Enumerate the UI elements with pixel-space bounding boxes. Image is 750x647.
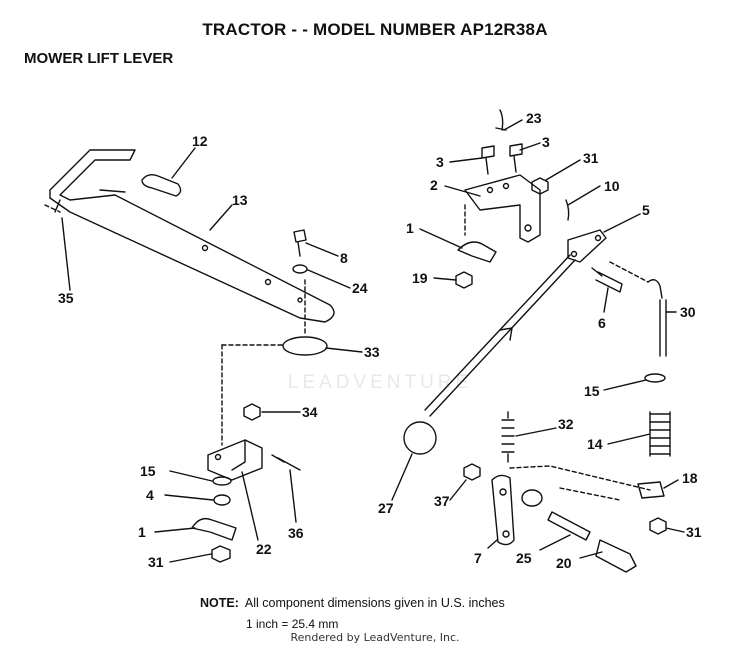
- part-23-cotter-pin: [495, 109, 507, 131]
- part-35-reference-line: [44, 204, 61, 213]
- callout-27: 27: [378, 500, 394, 516]
- callout-2: 2: [430, 177, 438, 193]
- callout-31-right: 31: [686, 524, 702, 540]
- part-4-nut: [213, 494, 231, 506]
- part-20-bolt: [595, 539, 637, 573]
- callout-18: 18: [682, 470, 698, 486]
- callout-25: 25: [516, 550, 532, 566]
- callout-5: 5: [642, 202, 650, 218]
- part-3-bolt-b: [509, 143, 523, 173]
- part-14-spring: [649, 411, 671, 457]
- callout-37: 37: [434, 493, 450, 509]
- callout-19: 19: [412, 270, 428, 286]
- part-34-nut: [243, 403, 261, 421]
- part-36-bolt: [271, 454, 301, 471]
- part-25-pivot-pin: [547, 511, 591, 541]
- part-33-large-washer: [282, 336, 328, 356]
- part-15-left-washer: [212, 476, 232, 486]
- callout-31-left: 31: [148, 554, 164, 570]
- callout-12: 12: [192, 133, 208, 149]
- callout-30: 30: [680, 304, 696, 320]
- callout-1-left: 1: [138, 524, 146, 540]
- part-1-left-clip: [191, 517, 237, 541]
- part-13-lift-lever: [49, 149, 335, 323]
- callout-34: 34: [302, 404, 318, 420]
- callout-23: 23: [526, 110, 542, 126]
- part-7-pivot-plate: [491, 474, 543, 546]
- callout-15-right: 15: [584, 383, 600, 399]
- callout-24: 24: [352, 280, 368, 296]
- part-10-pin: [565, 199, 570, 221]
- part-27-ball-knob: [403, 421, 437, 455]
- part-3-bolt-a: [481, 145, 495, 175]
- part-32-spring: [501, 411, 515, 463]
- callout-6: 6: [598, 315, 606, 331]
- unit-conversion-note: 1 inch = 25.4 mm: [246, 617, 339, 631]
- callout-13: 13: [232, 192, 248, 208]
- part-6-shoulder-bolt: [591, 267, 623, 293]
- callout-22: 22: [256, 541, 272, 557]
- render-credit-footer: Rendered by LeadVenture, Inc.: [290, 631, 460, 644]
- part-31-left-nut: [211, 545, 231, 563]
- part-30-threaded-rod: [647, 279, 667, 357]
- part-31-top-nut: [531, 177, 549, 195]
- part-12-handle-grip: [141, 173, 182, 197]
- callout-33: 33: [364, 344, 380, 360]
- callout-35: 35: [58, 290, 74, 306]
- part-37-nut: [463, 463, 481, 481]
- callout-7: 7: [474, 550, 482, 566]
- part-1-right-clip: [457, 241, 497, 263]
- callout-15-left: 15: [140, 463, 156, 479]
- part-2-mounting-bracket: [464, 174, 541, 243]
- callout-8: 8: [340, 250, 348, 266]
- callout-32: 32: [558, 416, 574, 432]
- watermark-text: LEADVENTURE: [287, 372, 473, 393]
- part-15-right-washer: [644, 373, 666, 383]
- part-19-nut: [455, 271, 473, 289]
- callout-1-right: 1: [406, 220, 414, 236]
- section-subtitle: MOWER LIFT LEVER: [24, 50, 174, 67]
- part-5-lever-arm: [424, 229, 607, 417]
- page-title: TRACTOR - - MODEL NUMBER AP12R38A: [202, 20, 548, 39]
- note-label: NOTE:: [200, 596, 239, 610]
- part-18-ferrule: [637, 481, 665, 499]
- callout-36: 36: [288, 525, 304, 541]
- dimension-note: NOTE: All component dimensions given in U…: [200, 596, 505, 610]
- callout-4: 4: [146, 487, 154, 503]
- part-31-right-nut: [649, 517, 667, 535]
- callout-20: 20: [556, 555, 572, 571]
- callout-31-top: 31: [583, 150, 599, 166]
- part-8-bolt: [293, 229, 307, 257]
- callout-3-a: 3: [436, 154, 444, 170]
- callout-10: 10: [604, 178, 620, 194]
- callout-3-b: 3: [542, 134, 550, 150]
- part-24-washer: [292, 264, 308, 274]
- callout-14: 14: [587, 436, 603, 452]
- part-22-bracket: [207, 439, 263, 481]
- note-text: All component dimensions given in U.S. i…: [244, 596, 505, 610]
